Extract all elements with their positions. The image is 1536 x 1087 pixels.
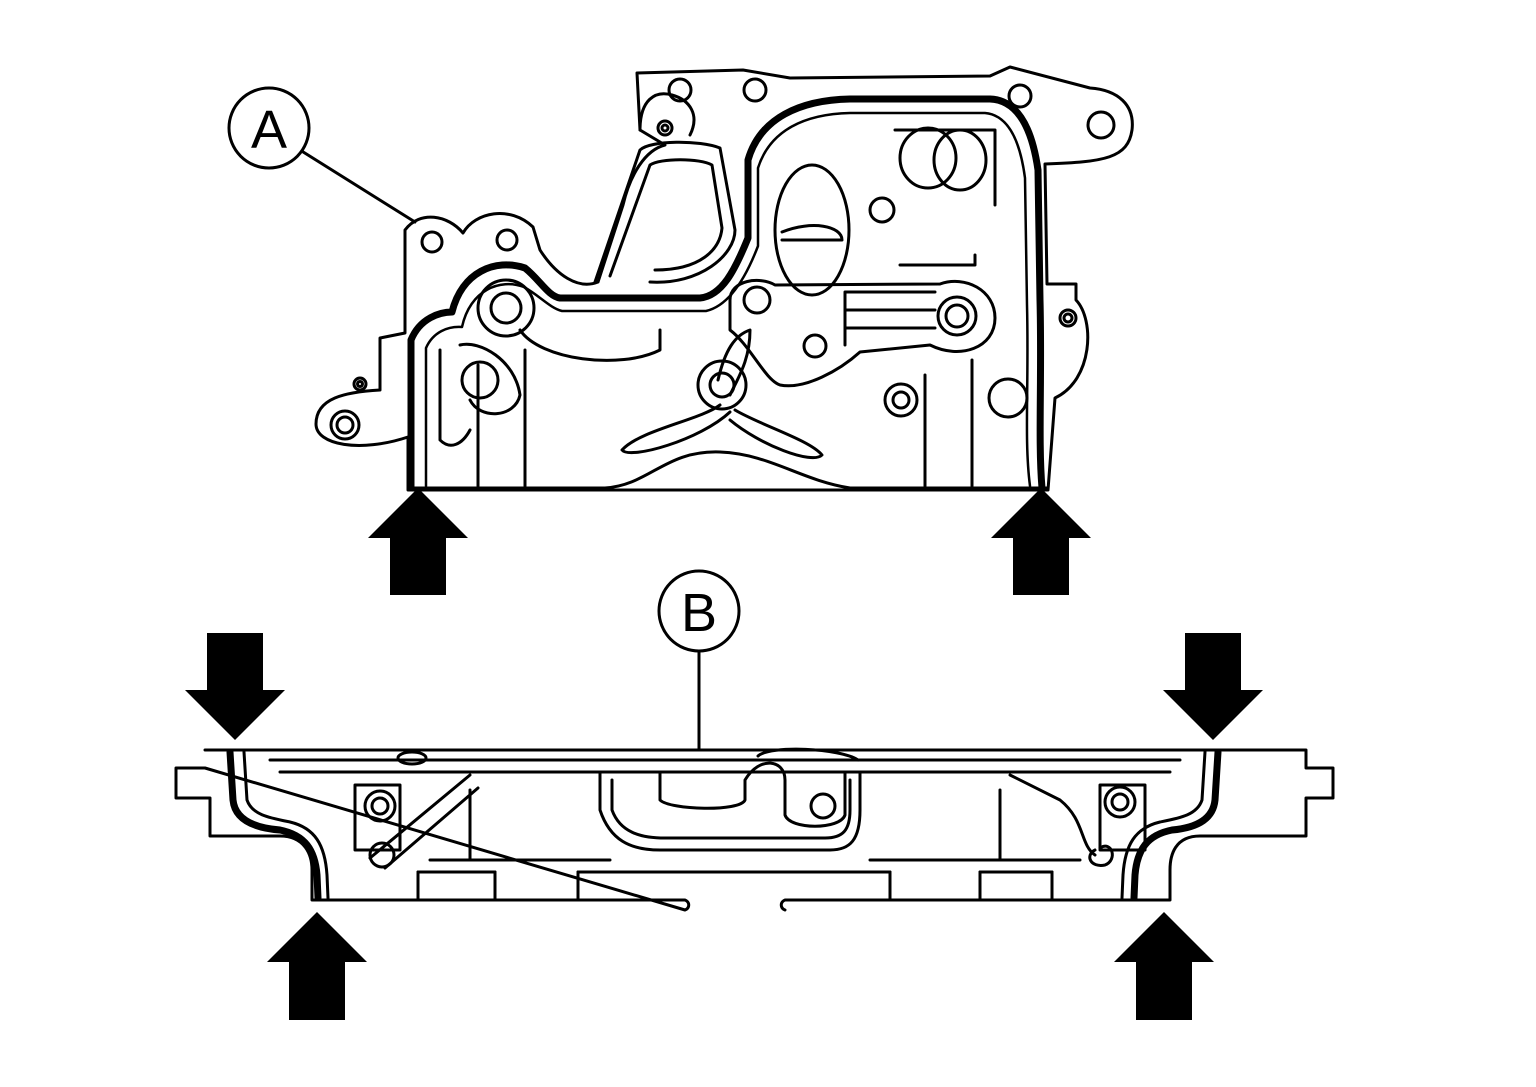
arrow-down-b-right	[1163, 633, 1263, 740]
part-a-housing	[314, 65, 1134, 492]
arrow-up-b-right	[1114, 912, 1214, 1020]
arrow-up-a-left	[368, 488, 468, 595]
callout-a: A	[227, 86, 417, 224]
callout-a-label: A	[251, 100, 287, 160]
callout-b: B	[657, 569, 741, 752]
part-b-pan	[174, 747, 1335, 912]
arrow-down-b-left	[185, 633, 285, 740]
arrow-up-a-right	[991, 488, 1091, 595]
callout-b-label: B	[681, 583, 717, 643]
arrow-up-b-left	[267, 912, 367, 1020]
